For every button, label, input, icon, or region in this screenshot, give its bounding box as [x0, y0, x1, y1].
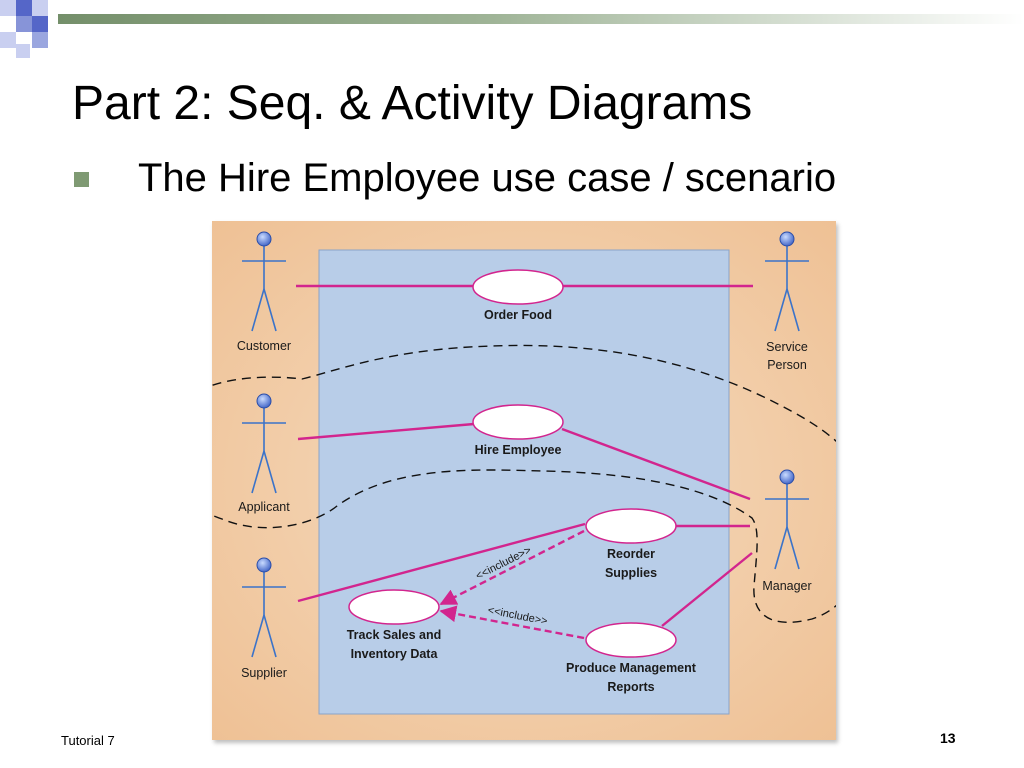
actor-manager [765, 469, 809, 570]
actor-head-icon [256, 393, 272, 409]
bullet-text: The Hire Employee use case / scenario [138, 156, 837, 200]
use-case-label: Produce Management [566, 661, 697, 675]
corner-square [0, 0, 16, 16]
actor-label: Supplier [241, 666, 287, 680]
title-gradient-bar [58, 14, 1024, 24]
association-produce-reports-manager [661, 552, 753, 627]
use-case-label: Reports [607, 680, 654, 694]
actor-supplier [242, 557, 286, 658]
use-case-produce-reports [585, 622, 677, 658]
association-supplier-reorder-supplies [297, 522, 586, 603]
use-case-reorder-supplies [585, 508, 677, 544]
use-case-track-sales [348, 589, 440, 625]
use-case-label: Track Sales and [347, 628, 442, 642]
actor-head-icon [256, 231, 272, 247]
actor-label: Manager [762, 579, 811, 593]
use-case-label: Order Food [484, 308, 552, 322]
actor-customer [242, 231, 286, 332]
corner-square [0, 32, 16, 48]
include-arrow-produce-to-track [439, 605, 585, 640]
corner-square [16, 44, 30, 58]
actor-label: Customer [237, 339, 291, 353]
use-case-order-food [472, 269, 564, 305]
actor-applicant [242, 393, 286, 494]
page-number: 13 [940, 730, 956, 746]
corner-square [16, 0, 32, 16]
association-hire-employee-manager [561, 427, 751, 501]
actor-head-icon [779, 469, 795, 485]
slide-title: Part 2: Seq. & Activity Diagrams [72, 77, 753, 130]
corner-square [32, 16, 48, 32]
square-bullet-icon [74, 172, 89, 187]
footer-label: Tutorial 7 [61, 733, 115, 748]
use-case-label: Hire Employee [475, 443, 562, 457]
corner-square [32, 32, 48, 48]
actor-label: Service [766, 340, 808, 354]
use-case-label: Inventory Data [351, 647, 439, 661]
corner-square [16, 16, 32, 32]
actor-service-person [765, 231, 809, 332]
use-case-diagram: <<include>> <<include>> Order Food Hire … [212, 221, 836, 740]
include-arrow-reorder-to-track [439, 529, 585, 606]
association-applicant-hire-employee [297, 422, 475, 441]
use-case-hire-employee [472, 404, 564, 440]
title-bar-decoration [0, 0, 1024, 58]
actor-head-icon [256, 557, 272, 573]
use-case-label: Reorder [607, 547, 655, 561]
actor-label: Person [767, 358, 807, 372]
actor-label: Applicant [238, 500, 290, 514]
corner-square [32, 0, 48, 16]
actor-head-icon [779, 231, 795, 247]
use-case-label: Supplies [605, 566, 657, 580]
